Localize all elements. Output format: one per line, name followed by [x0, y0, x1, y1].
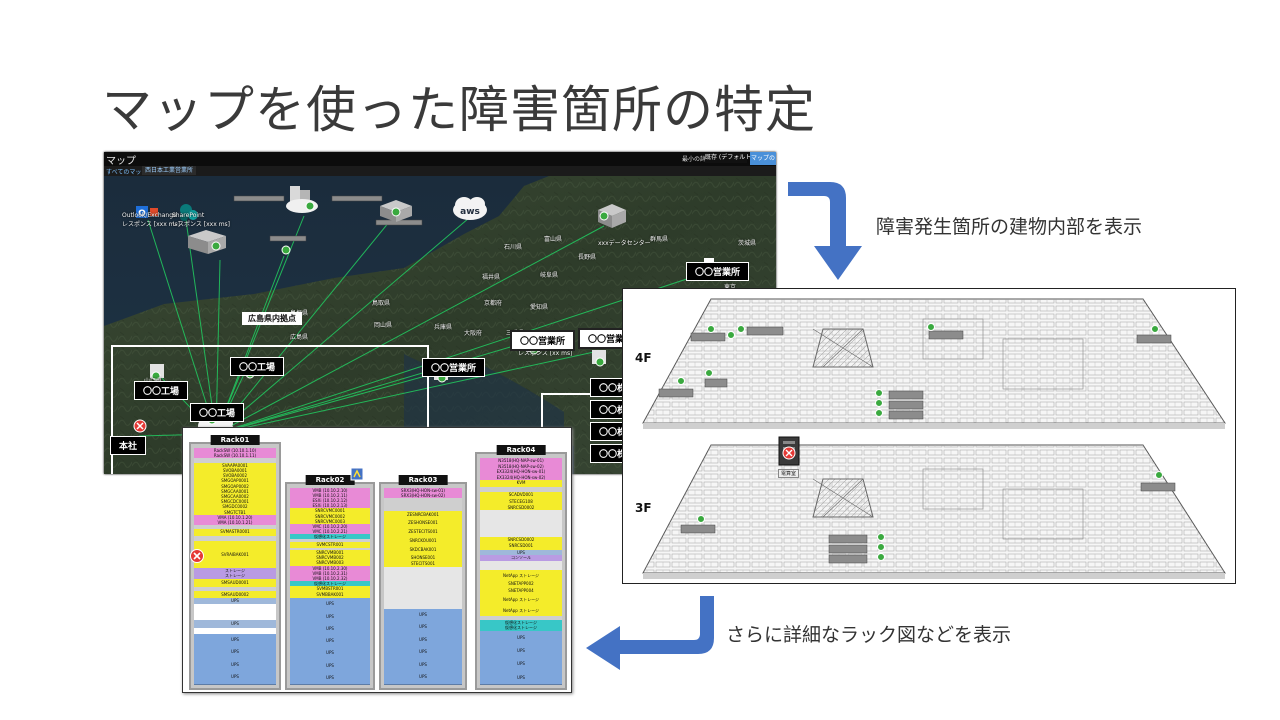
server-room-tag: 電算室	[778, 469, 800, 478]
region-frame	[111, 345, 429, 474]
floor-3f	[642, 444, 1226, 579]
rack-01[interactable]: Rack01 RackSW (10.10.1.10)RackSW (10.10.…	[189, 435, 281, 690]
rack-slot[interactable]: UPS	[480, 670, 562, 685]
city-label: 広島県	[290, 334, 309, 341]
caption-building: 障害発生箇所の建物内部を表示	[876, 216, 1143, 238]
rack-slot[interactable]: UPS	[290, 659, 370, 673]
sharepoint-icon[interactable]	[180, 204, 198, 221]
rack-slot-empty	[194, 603, 276, 622]
city-label: 兵庫県	[434, 324, 453, 331]
rack-slot-empty	[384, 498, 462, 512]
rack-slot[interactable]: UPS	[194, 646, 276, 660]
caption-rack: さらに詳細なラック図などを表示	[726, 624, 1012, 646]
slide-title: マップを使った障害箇所の特定	[102, 81, 816, 139]
rack-02[interactable]: Rack02 VMB (10.10.2.10)VMB (10.10.2.11)E…	[285, 475, 375, 690]
city-label: 鳥取県	[372, 300, 391, 307]
rack-slot[interactable]: UPS	[194, 658, 276, 673]
map-canvas[interactable]: O	[104, 176, 776, 474]
node-headquarters[interactable]: 本社	[110, 436, 147, 455]
rack-slot[interactable]: SVRAIBAK001	[194, 540, 276, 570]
rack-slot[interactable]: UPS	[290, 622, 370, 636]
floor-plan-panel[interactable]: 4F 3F 電算室	[622, 288, 1236, 584]
city-label: 長野県	[578, 254, 597, 261]
config-icon[interactable]	[349, 466, 365, 482]
rack-slot[interactable]: UPS	[384, 646, 462, 660]
node-factory[interactable]: 〇〇工場	[230, 357, 285, 376]
city-label: 石川県	[504, 244, 523, 251]
city-label: 愛知県	[530, 304, 549, 311]
city-label: 京都府	[484, 300, 503, 307]
aws-icon[interactable]: aws	[453, 197, 487, 220]
node-factory[interactable]: 〇〇工場	[134, 381, 189, 400]
map-select-button[interactable]: マップの	[750, 152, 776, 165]
rack-title: Rack04	[496, 445, 546, 455]
status-error-icon	[133, 419, 147, 433]
rack-slot[interactable]: UPS	[480, 657, 562, 672]
floor-4f	[642, 298, 1226, 429]
response-label: レスポンス [xx ms]	[518, 350, 573, 357]
zoom-level-select[interactable]: 既存 (デフォルト) ▾	[705, 153, 759, 163]
city-label: 岐阜県	[540, 272, 559, 279]
city-label: 岡山県	[374, 322, 393, 329]
map-topbar: マップ 最小の詳細度 既存 (デフォルト) ▾ マップの	[104, 152, 776, 167]
rack-slot[interactable]: UPS	[290, 647, 370, 661]
rack-slot[interactable]: UPS	[480, 630, 562, 646]
rack-slot[interactable]: UPS	[384, 621, 462, 635]
breadcrumb-root-link[interactable]: すべてのマップ	[106, 169, 148, 176]
datacenter-label: xxxデータセンター	[598, 240, 651, 247]
rack-slot[interactable]: UPS	[290, 610, 370, 624]
sharepoint-label: SharePoint	[172, 212, 205, 219]
region-title: 広島県内拠点	[242, 312, 302, 325]
rack-diagram-panel[interactable]: Rack01 RackSW (10.10.1.10)RackSW (10.10.…	[182, 427, 572, 693]
sharepoint-response: レスポンス [xxx ms]	[172, 221, 230, 228]
floor-label-3f: 3F	[635, 501, 652, 515]
rack-slot[interactable]: UPS	[290, 598, 370, 612]
rack-slot[interactable]: UPS	[194, 633, 276, 648]
rack-slot-empty	[384, 567, 462, 610]
floor-plan-canvas	[642, 298, 1226, 579]
error-rack-icon[interactable]	[778, 436, 800, 466]
breadcrumb: すべてのマップ 西日本工業営業所	[104, 166, 776, 176]
rack-03[interactable]: Rack03 SRX3(HQ-HON-sw-01)SRX3(HQ-HON-sw-…	[379, 475, 467, 690]
rack-slot[interactable]: UPS	[480, 644, 562, 659]
status-ok-icon	[677, 323, 1163, 561]
office365-label: Outlook/Exchange	[122, 212, 177, 219]
node-factory[interactable]: 〇〇工場	[190, 403, 245, 422]
status-error-icon	[190, 549, 204, 563]
svg-text:O: O	[138, 209, 146, 219]
server-icon[interactable]	[380, 200, 412, 222]
rack-slot[interactable]: UPS	[384, 608, 462, 623]
zoom-level-label: 最小の詳細度	[682, 156, 719, 163]
city-label: 福井県	[482, 274, 501, 281]
city-label: 富山県	[544, 236, 563, 243]
rack-04[interactable]: Rack04 N3518(HQ-NAP-sw-01)N3518(HQ-NAP-s…	[475, 445, 567, 690]
arrow-down-icon	[788, 182, 862, 280]
city-label: 群馬県	[650, 236, 669, 243]
svg-text:aws: aws	[460, 207, 480, 217]
floor-label-4f: 4F	[635, 351, 652, 365]
office365-response: レスポンス [xxx ms]	[122, 221, 180, 228]
arrow-left-icon	[586, 596, 714, 670]
outlook-icon[interactable]: O	[136, 206, 158, 219]
city-label: 大阪府	[464, 330, 483, 337]
rack-title: Rack02	[305, 475, 355, 485]
rack-slot[interactable]: UPS	[384, 633, 462, 648]
rack-slot[interactable]: UPS	[194, 671, 276, 685]
rack-slot-empty	[480, 510, 562, 538]
rack-title: Rack03	[398, 475, 448, 485]
city-label: 茨城県	[738, 240, 757, 247]
rack-slot[interactable]: UPS	[384, 658, 462, 673]
map-app-title: マップ	[106, 156, 136, 167]
rack-slot[interactable]: UPS	[290, 671, 370, 685]
city-label: 東京	[724, 282, 736, 291]
node-sales-office[interactable]: 〇〇営業所	[686, 262, 750, 281]
node-sales-office[interactable]: 〇〇営業所	[510, 330, 576, 351]
rack-slot[interactable]: UPS	[290, 635, 370, 649]
breadcrumb-current[interactable]: 西日本工業営業所	[142, 166, 197, 175]
node-sales-office[interactable]: 〇〇営業所	[422, 358, 486, 377]
rack-slot[interactable]: UPS	[384, 671, 462, 685]
rack-title: Rack01	[210, 435, 260, 445]
